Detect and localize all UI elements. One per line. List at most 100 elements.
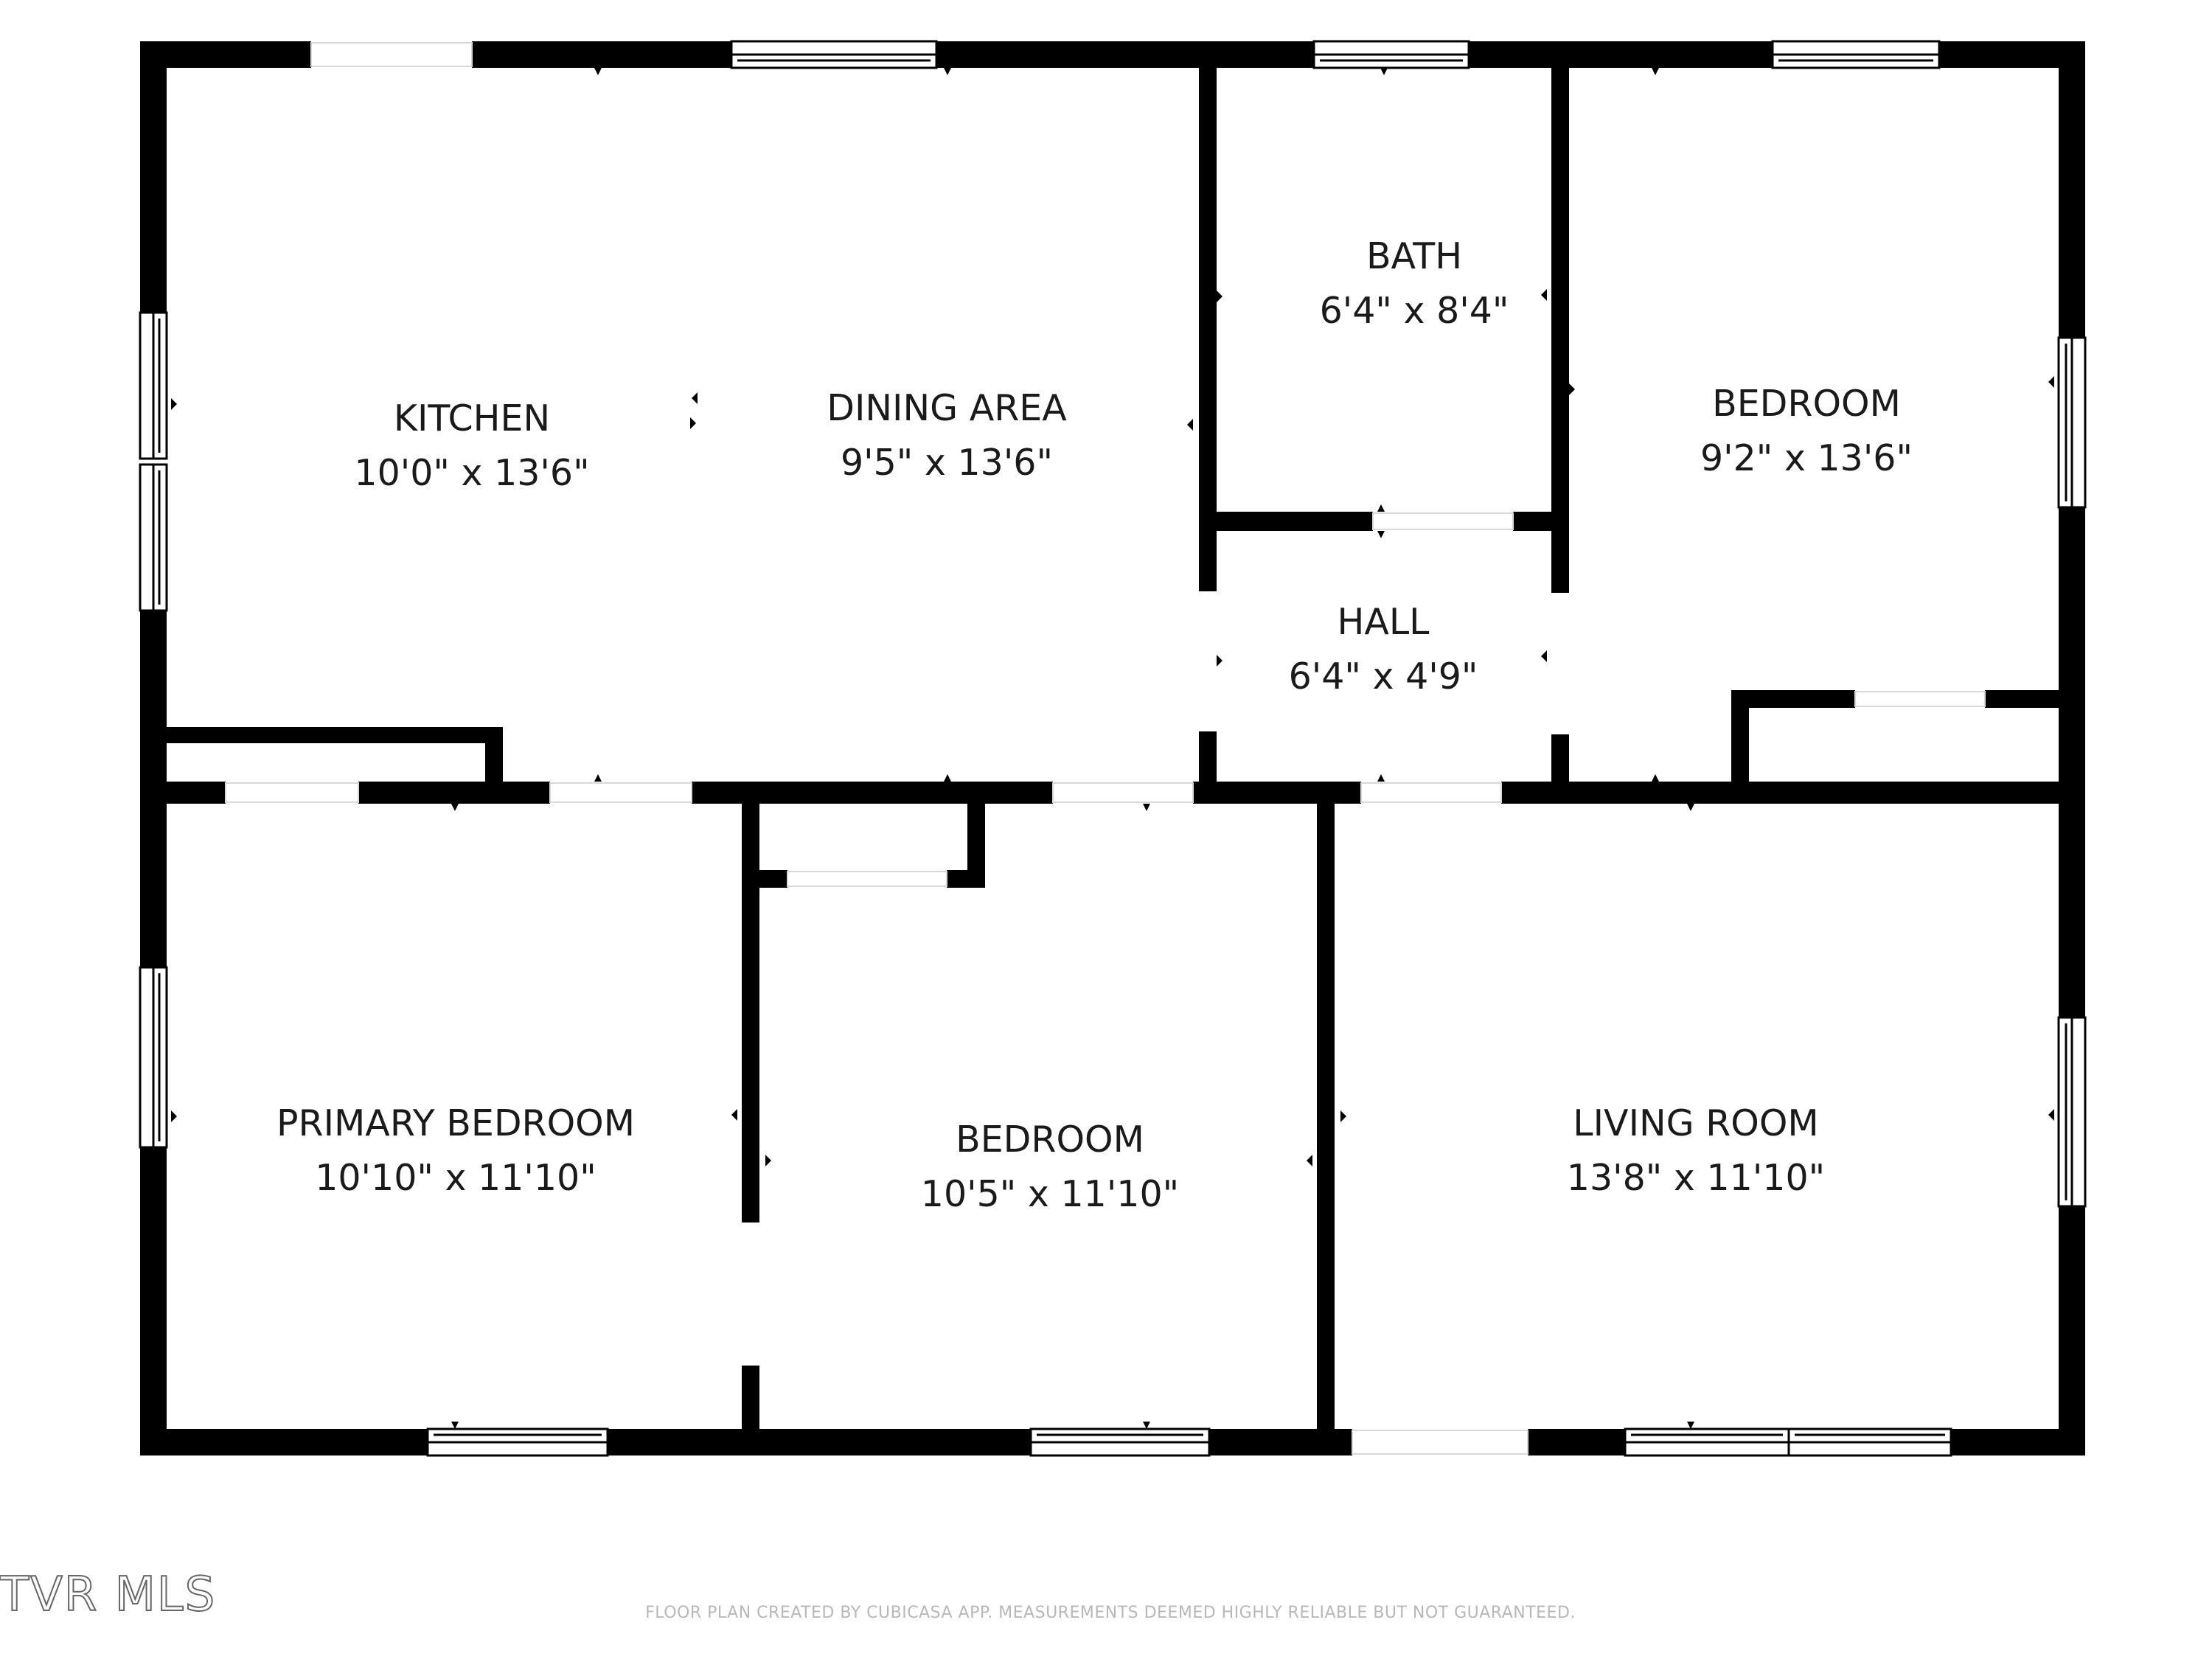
marker	[1307, 1155, 1312, 1166]
wall-outer-right	[2059, 41, 2085, 338]
marker	[1541, 289, 1547, 301]
wall-partition	[1217, 512, 1373, 531]
marker	[1377, 774, 1385, 782]
room-dims-dining-area: 9'5" x 13'6"	[841, 442, 1053, 484]
wall-closet	[1731, 690, 1855, 708]
wall-outer-left	[140, 1147, 167, 1455]
window	[139, 311, 168, 460]
room-name-bath: BATH	[1366, 235, 1462, 277]
window	[2057, 1016, 2087, 1208]
room-name-hall: HALL	[1338, 601, 1430, 643]
opening	[549, 782, 692, 803]
marker	[1217, 655, 1222, 667]
wall-partition	[1551, 734, 1569, 793]
mls-logo: TVR MLS	[0, 1568, 216, 1622]
room-name-kitchen: KITCHEN	[394, 397, 550, 439]
wall-outer-right	[2059, 507, 2085, 1018]
footer: TVR MLS FLOOR PLAN CREATED BY CUBICASA A…	[0, 1567, 1576, 1623]
wall-partition	[1551, 68, 1569, 593]
window	[1624, 1427, 1790, 1457]
marker	[2048, 376, 2054, 388]
window	[2057, 336, 2087, 509]
marker	[594, 774, 602, 782]
windows	[139, 40, 2087, 1457]
wall-outer-top	[936, 41, 1314, 68]
room-dims-bedroom-ne: 9'2" x 13'6"	[1700, 437, 1913, 479]
marker	[690, 417, 696, 429]
marker	[1687, 1422, 1694, 1429]
marker	[944, 68, 951, 75]
marker	[1377, 531, 1385, 538]
opening	[310, 42, 473, 67]
window	[1787, 1427, 1952, 1457]
window	[1771, 40, 1941, 69]
wall-outer-bottom	[1528, 1429, 1625, 1455]
dimension-markers	[171, 68, 2054, 1429]
disclaimer-note: FLOOR PLAN CREATED BY CUBICASA APP. MEAS…	[645, 1604, 1576, 1622]
opening	[1352, 1430, 1528, 1455]
room-name-primary-bedroom: PRIMARY BEDROOM	[276, 1102, 635, 1144]
wall-counter	[167, 727, 503, 743]
marker	[451, 1422, 459, 1429]
marker	[1187, 419, 1193, 431]
marker	[1143, 1422, 1150, 1429]
marker	[692, 392, 698, 404]
wall-partition	[742, 1366, 759, 1447]
marker	[944, 774, 951, 782]
walls	[140, 41, 2085, 1455]
room-name-bedroom-s: BEDROOM	[956, 1119, 1144, 1161]
marker	[1377, 504, 1385, 512]
room-name-dining-area: DINING AREA	[827, 387, 1067, 429]
wall-partition	[1199, 68, 1217, 591]
room-dims-bath: 6'4" x 8'4"	[1320, 290, 1509, 332]
room-dims-primary-bedroom: 10'10" x 11'10"	[315, 1157, 597, 1199]
window	[426, 1427, 609, 1457]
marker	[171, 398, 177, 410]
marker	[731, 1109, 737, 1121]
room-dims-living-room: 13'8" x 11'10"	[1567, 1157, 1825, 1199]
wall-middle	[358, 782, 550, 804]
marker	[594, 68, 602, 75]
wall-outer-bottom	[608, 1429, 1031, 1455]
marker	[2048, 1109, 2054, 1121]
marker	[1380, 68, 1388, 75]
wall-middle	[140, 782, 226, 804]
marker	[1143, 804, 1150, 811]
wall-middle	[1501, 782, 2085, 804]
room-dims-bedroom-s: 10'5" x 11'10"	[921, 1173, 1179, 1215]
window	[1029, 1427, 1211, 1457]
opening	[1854, 691, 1986, 707]
marker	[1569, 383, 1575, 395]
wall-partition	[1199, 731, 1217, 792]
wall-counter	[485, 727, 503, 792]
opening	[1360, 782, 1502, 803]
marker	[765, 1155, 771, 1166]
marker	[451, 804, 459, 811]
window	[139, 966, 168, 1149]
opening	[225, 782, 359, 803]
window	[730, 40, 938, 69]
room-dims-kitchen: 10'0" x 13'6"	[354, 452, 589, 494]
wall-partition	[1317, 793, 1335, 1442]
marker	[1652, 68, 1659, 75]
opening	[1372, 512, 1514, 530]
wall-outer-top	[140, 41, 311, 68]
window	[1312, 40, 1470, 69]
wall-closet	[1985, 690, 2073, 708]
marker	[1687, 804, 1694, 811]
marker	[171, 1110, 177, 1122]
openings	[225, 42, 1986, 1455]
marker	[1541, 650, 1547, 662]
wall-outer-left	[140, 41, 167, 313]
wall-middle	[1193, 782, 1361, 804]
wall-closet	[967, 793, 985, 888]
opening	[787, 871, 947, 887]
room-name-living-room: LIVING ROOM	[1573, 1102, 1818, 1144]
marker	[1217, 291, 1222, 302]
marker	[1340, 1110, 1346, 1122]
window	[139, 463, 168, 612]
wall-partition	[1513, 512, 1560, 531]
room-name-bedroom-ne: BEDROOM	[1712, 383, 1901, 425]
marker	[1652, 774, 1659, 782]
